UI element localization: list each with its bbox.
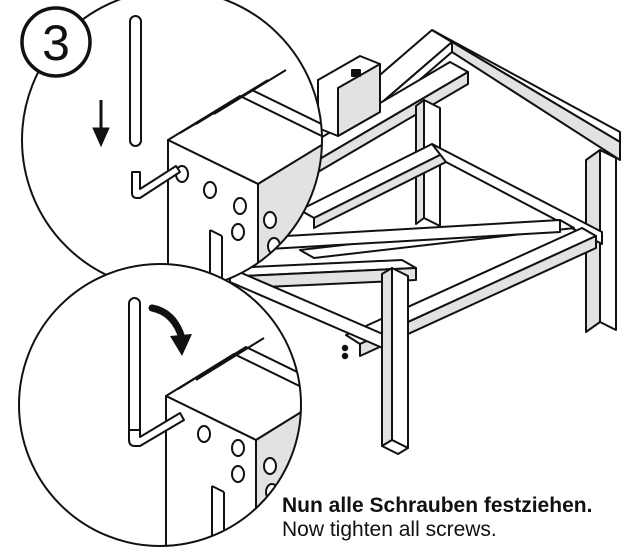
arrow-down-icon: [92, 100, 110, 148]
curved-arrow-clockwise-icon: [148, 304, 192, 356]
caption-english: Now tighten all screws.: [282, 518, 497, 541]
step-marker: 3: [20, 6, 92, 78]
frame-seat-bracket: [317, 55, 381, 137]
hex-key-rod: [129, 15, 142, 147]
hex-key-turned-icon: [128, 297, 185, 447]
caption-german: Nun alle Schrauben festziehen.: [282, 494, 593, 517]
step-number: 3: [42, 15, 70, 71]
frame-front-leg: [381, 267, 409, 455]
hex-key-icon: [131, 165, 181, 199]
frame-assembly: [229, 29, 621, 455]
